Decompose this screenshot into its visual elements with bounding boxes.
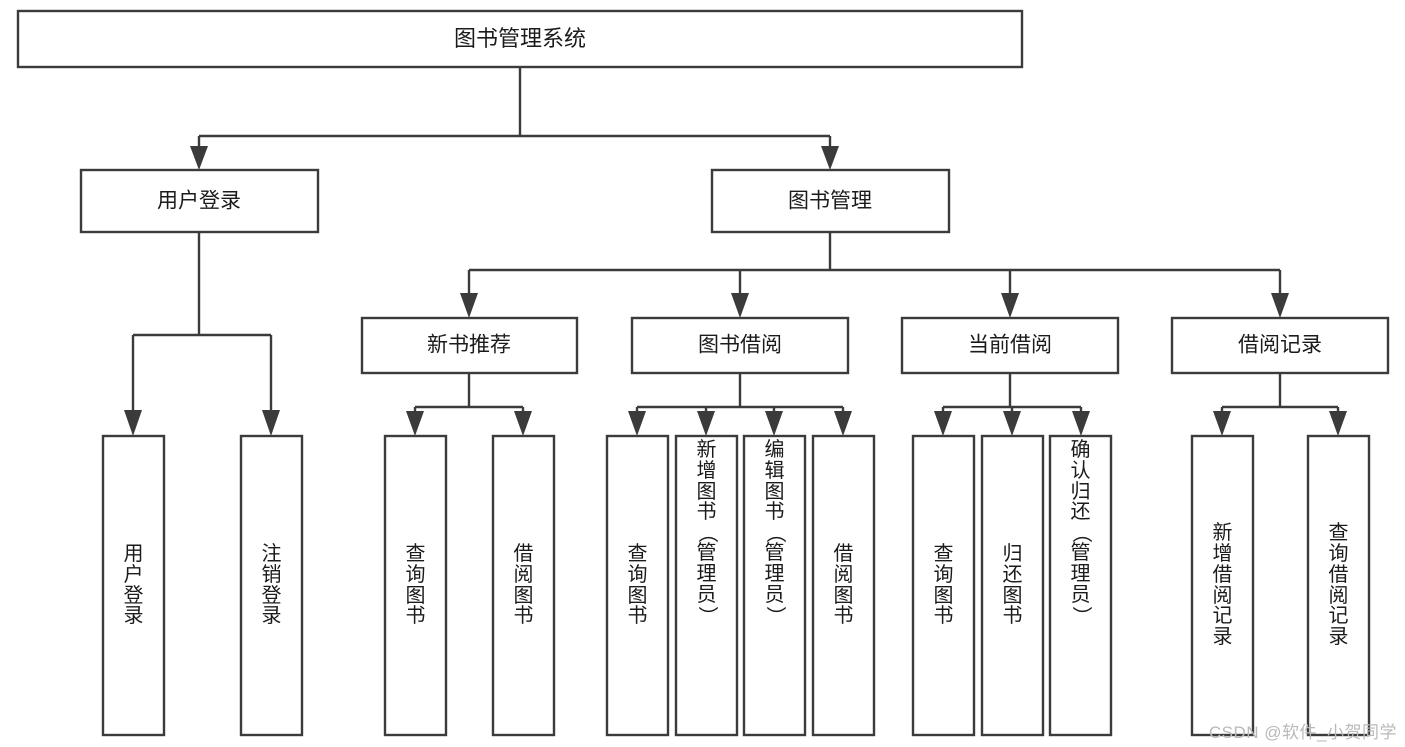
arrow-borrowrecord-leaf-2-icon [1329,411,1347,436]
node-user-login-label: 用户登录 [157,190,241,213]
node-current-borrow-box[interactable] [900,316,1120,375]
node-new-book-recommend-box[interactable] [360,316,579,375]
node-book-manage[interactable]: 图书管理 [710,168,951,234]
connector-group-book-borrow [628,373,852,436]
node-user-login[interactable]: 用户登录 [79,168,320,234]
arrow-user-leaf-2-icon [262,410,280,436]
arrow-book-child-1-icon [460,293,478,318]
leaf-box-new-book-2[interactable] [491,434,556,737]
arrow-book-child-3-icon [1001,293,1019,318]
connector-group-book-manage [460,232,1289,318]
arrow-currentborrow-leaf-1-icon [934,411,952,436]
arrow-book-child-4-icon [1271,293,1289,318]
arrow-currentborrow-leaf-3-icon [1072,411,1090,436]
connector-group-current-borrow [934,373,1090,436]
node-new-book-recommend-label: 新书推荐 [427,334,511,357]
watermark-text: CSDN @软件_小贺同学 [1208,723,1397,742]
node-root-box[interactable] [16,9,1024,69]
arrow-newbook-leaf-2-icon [514,411,532,436]
node-new-book-recommend[interactable]: 新书推荐 [360,316,579,375]
arrow-root-to-book-icon [821,146,839,170]
node-current-borrow[interactable]: 当前借阅 [900,316,1120,375]
leaf-box-current-borrow-2[interactable] [980,434,1045,737]
connector-group-new-book [406,373,532,436]
node-root[interactable]: 图书管理系统 [16,9,1024,69]
arrow-user-leaf-1-icon [124,410,142,436]
arrow-currentborrow-leaf-2-icon [1003,411,1021,436]
arrow-bookborrow-leaf-1-icon [628,411,646,436]
leaf-box-current-borrow-1[interactable] [911,434,976,737]
leaf-box-book-borrow-4[interactable] [811,434,876,737]
arrow-bookborrow-leaf-4-icon [834,411,852,436]
connector-group-borrow-record [1213,373,1347,436]
leaf-box-book-borrow-2[interactable] [674,434,739,737]
node-borrow-record-box[interactable] [1170,316,1390,375]
arrow-bookborrow-leaf-2-icon [697,411,715,436]
connector-group-user-login [124,232,280,436]
connector-group-root [190,67,839,170]
node-borrow-record-label: 借阅记录 [1238,334,1322,357]
arrow-bookborrow-leaf-3-icon [765,411,783,436]
node-book-borrow[interactable]: 图书借阅 [630,316,850,375]
node-current-borrow-label: 当前借阅 [968,334,1052,357]
leaf-box-borrow-record-2[interactable] [1306,434,1371,737]
leaf-box-borrow-record-1[interactable] [1190,434,1255,737]
arrow-borrowrecord-leaf-1-icon [1213,411,1231,436]
node-borrow-record[interactable]: 借阅记录 [1170,316,1390,375]
leaf-box-new-book-1[interactable] [383,434,448,737]
node-book-manage-label: 图书管理 [788,190,872,213]
arrow-newbook-leaf-1-icon [406,411,424,436]
arrow-root-to-user-icon [190,146,208,170]
node-book-manage-box[interactable] [710,168,951,234]
node-root-label: 图书管理系统 [454,26,586,51]
leaf-box-user-login-1[interactable] [101,434,166,737]
node-user-login-box[interactable] [79,168,320,234]
leaf-box-current-borrow-3[interactable] [1048,434,1113,737]
leaf-box-book-borrow-1[interactable] [605,434,670,737]
leaf-box-user-login-2[interactable] [239,434,304,737]
node-book-borrow-box[interactable] [630,316,850,375]
arrow-book-child-2-icon [731,293,749,318]
node-book-borrow-label: 图书借阅 [698,334,782,357]
leaf-box-book-borrow-3[interactable] [742,434,807,737]
